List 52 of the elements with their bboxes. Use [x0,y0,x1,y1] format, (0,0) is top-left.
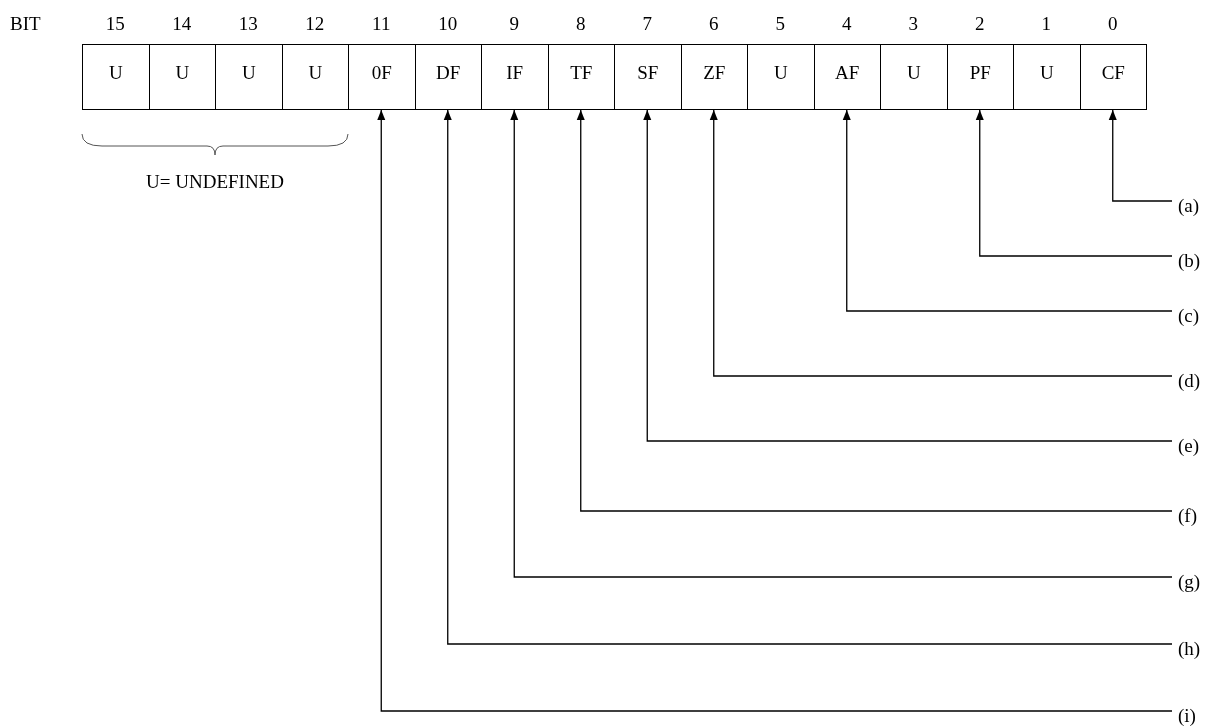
bit-number: 10 [437,14,459,33]
arrow [1108,109,1173,202]
arrow [709,109,1173,377]
bit-cell: U [82,44,150,110]
bit-number: 14 [171,14,193,33]
bit-number: 2 [974,14,986,33]
bit-cell: U [880,44,948,110]
callout-label: (a) [1172,191,1222,215]
bit-cell: CF [1079,44,1147,110]
bit-number: 0 [1107,14,1119,33]
arrow [576,109,1173,512]
callout-label: (c) [1172,301,1222,325]
bit-cell: TF [547,44,615,110]
arrow [643,109,1173,442]
bit-number: 6 [708,14,720,33]
bit-cell: U [215,44,283,110]
bit-cell: PF [946,44,1014,110]
bit-cell: IF [481,44,549,110]
bit-number: 15 [104,14,126,33]
callout-label: (d) [1172,366,1222,390]
bit-cell: U [281,44,349,110]
bit-cell: ZF [680,44,748,110]
bit-number: 5 [774,14,786,33]
arrow [510,109,1173,578]
bit-cell: SF [614,44,682,110]
bit-cell: DF [414,44,482,110]
bit-cell: AF [813,44,881,110]
callout-label: (e) [1172,431,1222,455]
callout-label: (h) [1172,634,1222,658]
bit-cell: U [148,44,216,110]
callout-label: (g) [1172,567,1222,591]
bit-cell: U [747,44,815,110]
bit-heading: BIT [10,14,41,33]
bit-number: 7 [641,14,653,33]
bit-number: 1 [1040,14,1052,33]
callout-label: (f) [1172,501,1222,525]
bit-number: 4 [841,14,853,33]
bit-cell: 0F [348,44,416,110]
bit-cell: U [1013,44,1081,110]
arrow [975,109,1173,257]
bit-number: 12 [304,14,326,33]
bit-number: 11 [371,14,392,33]
callout-label: (i) [1172,701,1222,725]
callout-label: (b) [1172,246,1222,270]
bit-number: 3 [907,14,919,33]
bit-number: 9 [508,14,520,33]
legend-note: U= UNDEFINED [145,172,285,191]
arrow [377,109,1173,712]
arrow [842,109,1173,312]
bit-number: 8 [575,14,587,33]
arrow [443,109,1173,645]
bit-number: 13 [237,14,259,33]
